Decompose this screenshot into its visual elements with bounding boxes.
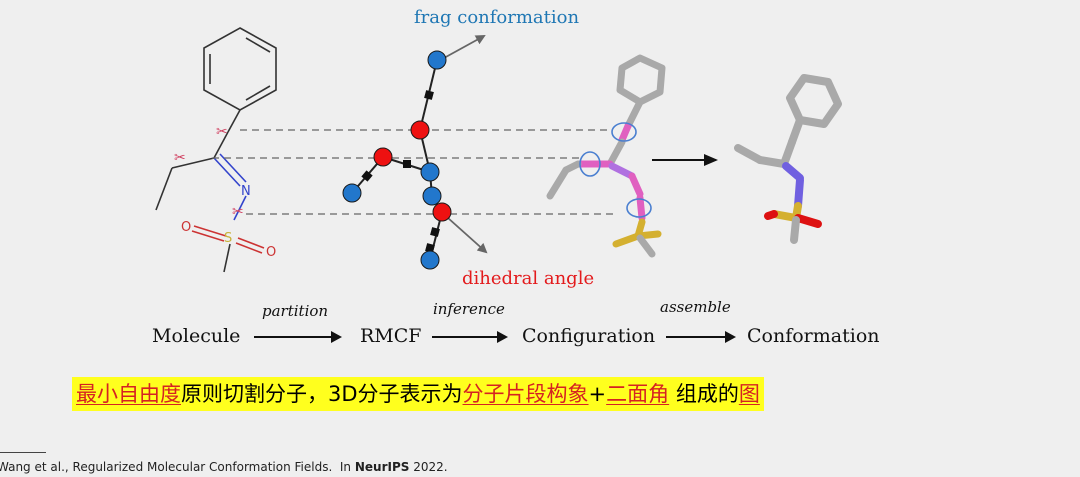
rotation-arrows <box>579 122 652 218</box>
bond-ring-c1 <box>227 109 241 133</box>
atom-o-right: O <box>266 245 276 260</box>
dihedral-node <box>410 120 430 140</box>
bond-c-n-double <box>213 157 241 187</box>
bond-ethyl-1 <box>171 157 215 169</box>
atom-o-left: O <box>181 220 191 235</box>
benzene-ring-3d <box>616 54 666 106</box>
flow-step-partition: partition <box>262 302 329 320</box>
bond-c1-c2 <box>213 131 229 159</box>
fragment-node <box>420 162 440 182</box>
flow-node-molecule: Molecule <box>152 325 241 347</box>
dihedral-node <box>432 202 452 222</box>
flow-node-configuration: Configuration <box>522 325 656 347</box>
bond-s-o-right <box>237 237 265 249</box>
atom-s: S <box>224 231 232 246</box>
footnote: Wang et al., Regularized Molecular Confo… <box>0 460 448 474</box>
flow-arrow-inference <box>432 331 508 343</box>
caption-text: 组成的 <box>669 382 739 406</box>
bond-n-s <box>233 195 247 221</box>
caption-highlight: 最小自由度 <box>76 382 181 406</box>
edge-marker <box>425 243 435 253</box>
dihedral-angle-label: dihedral angle <box>462 268 594 289</box>
benzene-inner-bonds <box>245 37 271 53</box>
benzene-ring-3d <box>786 74 842 128</box>
flow-node-conformation: Conformation <box>747 325 880 347</box>
edge-marker <box>424 90 434 100</box>
frag-arrow <box>443 35 486 59</box>
fragment-node <box>427 50 447 70</box>
footnote-citation: Wang et al., Regularized Molecular Confo… <box>0 460 355 474</box>
bond-s-o-left <box>193 225 227 237</box>
caption-text: + <box>588 382 607 406</box>
dihedral-arrow <box>447 217 488 254</box>
footnote-year: 2022. <box>409 460 448 474</box>
scissors-icon: ✂ <box>174 150 186 166</box>
footnote-venue: NeurIPS <box>354 460 410 474</box>
flow-step-inference: inference <box>433 300 505 318</box>
caption-text: 原则切割分子，3D分子表示为 <box>181 382 463 406</box>
frag-conformation-label: frag conformation <box>414 7 579 28</box>
dihedral-node <box>373 147 393 167</box>
edge-marker <box>403 160 411 168</box>
flow-arrow-assemble <box>666 331 736 343</box>
bond-s-methyl <box>223 243 231 273</box>
dashed-links <box>212 129 614 215</box>
fragment-model-3d <box>546 54 666 258</box>
edge-marker <box>361 170 373 182</box>
scissors-icon: ✂ <box>216 124 228 140</box>
caption-highlight: 图 <box>738 382 760 406</box>
caption-banner: 最小自由度原则切割分子，3D分子表示为分子片段构象+二面角 组成的图 <box>72 377 764 411</box>
rmcf-graph: frag conformation dihedral angle <box>342 7 594 289</box>
atom-n: N <box>241 184 251 199</box>
bond-ethyl-2 <box>155 167 173 211</box>
fragment-node <box>420 250 440 270</box>
benzene-ring <box>203 27 277 111</box>
flow-arrow-partition <box>254 331 342 343</box>
fragment-node <box>422 186 442 206</box>
scissors-icon: ✂ <box>232 204 244 220</box>
edge-marker <box>430 227 440 237</box>
flow-node-rmcf: RMCF <box>360 325 422 347</box>
skeletal-atom-labels: N S O O <box>181 184 276 260</box>
footnote-rule <box>0 452 46 453</box>
conformation-model-3d <box>734 74 842 244</box>
caption-highlight: 二面角 <box>606 382 670 406</box>
fragment-node <box>342 183 362 203</box>
caption-highlight: 分子片段构象 <box>462 382 589 406</box>
skeletal-molecule <box>155 27 277 273</box>
flow-step-assemble: assemble <box>660 298 731 316</box>
cut-markers: ✂ ✂ ✂ <box>174 124 244 220</box>
